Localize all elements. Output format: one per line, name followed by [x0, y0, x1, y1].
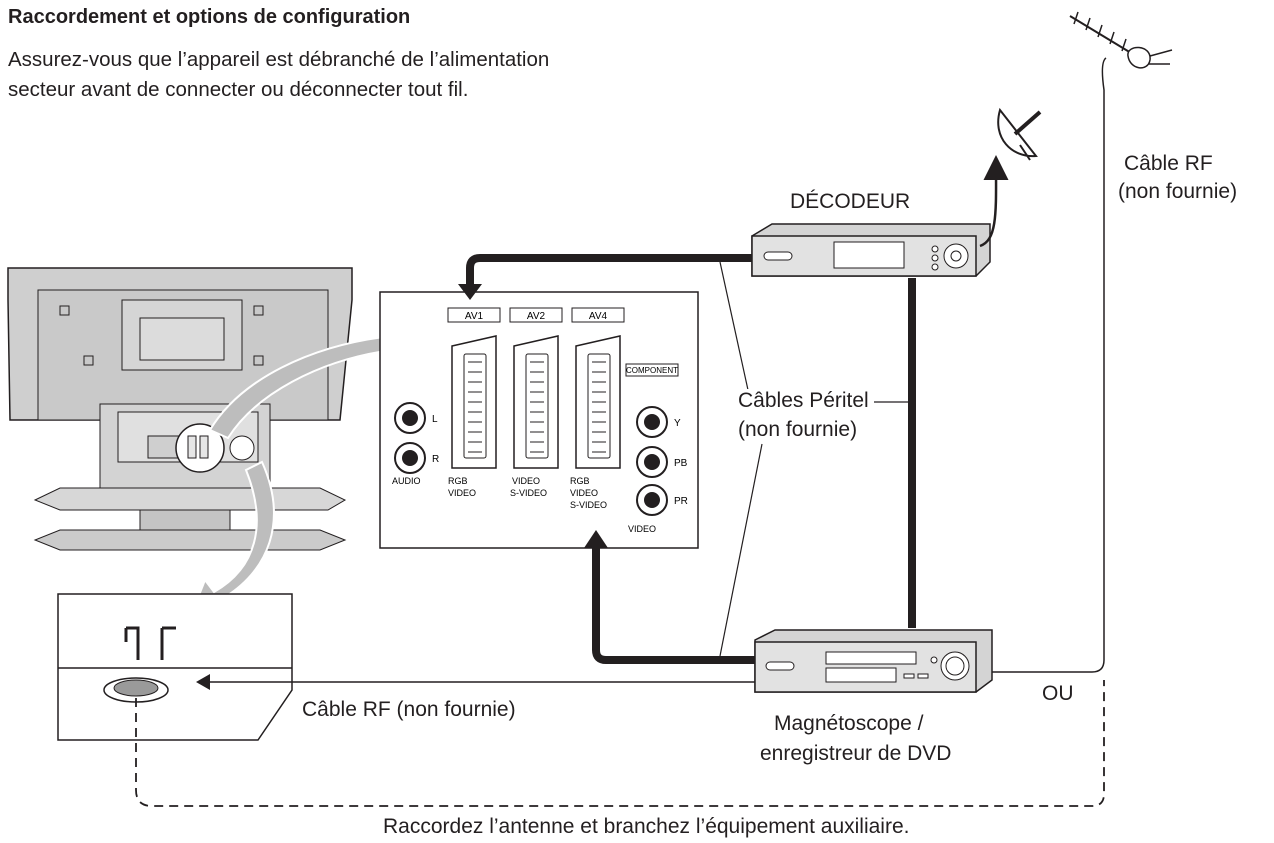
page-title: Raccordement et options de configuration — [8, 6, 411, 28]
av4-video-label: VIDEO — [570, 488, 598, 498]
scart-cables-label-1: Câbles Péritel — [736, 389, 871, 413]
component-pb-label: PB — [674, 458, 688, 469]
rf-cable-top-label-1: Câble RF — [1124, 152, 1213, 175]
scart-cables-label-2: (non fournie) — [736, 418, 860, 442]
av4-label: AV4 — [589, 311, 608, 322]
diagram-caption: Raccordez l’antenne et branchez l’équipe… — [383, 815, 910, 838]
audio-r-label: R — [432, 454, 439, 465]
av1-video-label: VIDEO — [448, 488, 476, 498]
av4-rgb-label: RGB — [570, 476, 590, 486]
connector-panel: AV1 AV2 AV4 L R AUDIO RGB VIDEO VIDEO S-… — [379, 291, 699, 549]
vcr-dvd-device — [754, 629, 993, 693]
aerial-antenna-icon — [1069, 11, 1173, 69]
decoder-device — [751, 223, 991, 277]
vcr-label-1: Magnétoscope / — [774, 712, 924, 735]
av1-rgb-label: RGB — [448, 476, 468, 486]
component-pr-label: PR — [674, 496, 688, 507]
satellite-dish-icon — [997, 107, 1042, 161]
rf-cable-bottom-label: Câble RF (non fournie) — [302, 698, 516, 721]
tv-back-illustration — [7, 267, 353, 551]
intro-line-2: secteur avant de connecter ou déconnecte… — [8, 78, 469, 101]
rf-cable-top-label-2: (non fournie) — [1118, 180, 1238, 203]
antenna-socket-illustration — [57, 593, 293, 741]
intro-line-1: Assurez-vous que l’appareil est débranch… — [8, 48, 550, 71]
audio-label: AUDIO — [392, 476, 421, 486]
or-label: OU — [1042, 682, 1074, 705]
av2-video-label: VIDEO — [512, 476, 540, 486]
vcr-label-2: enregistreur de DVD — [760, 742, 952, 765]
av2-svideo-label: S-VIDEO — [510, 488, 547, 498]
component-video-label: VIDEO — [628, 524, 656, 534]
av1-label: AV1 — [465, 311, 484, 322]
audio-l-label: L — [432, 414, 438, 425]
component-label: COMPONENT — [626, 366, 678, 375]
component-y-label: Y — [674, 418, 681, 429]
av4-svideo-label: S-VIDEO — [570, 500, 607, 510]
av2-label: AV2 — [527, 311, 546, 322]
decoder-label: DÉCODEUR — [790, 190, 911, 213]
